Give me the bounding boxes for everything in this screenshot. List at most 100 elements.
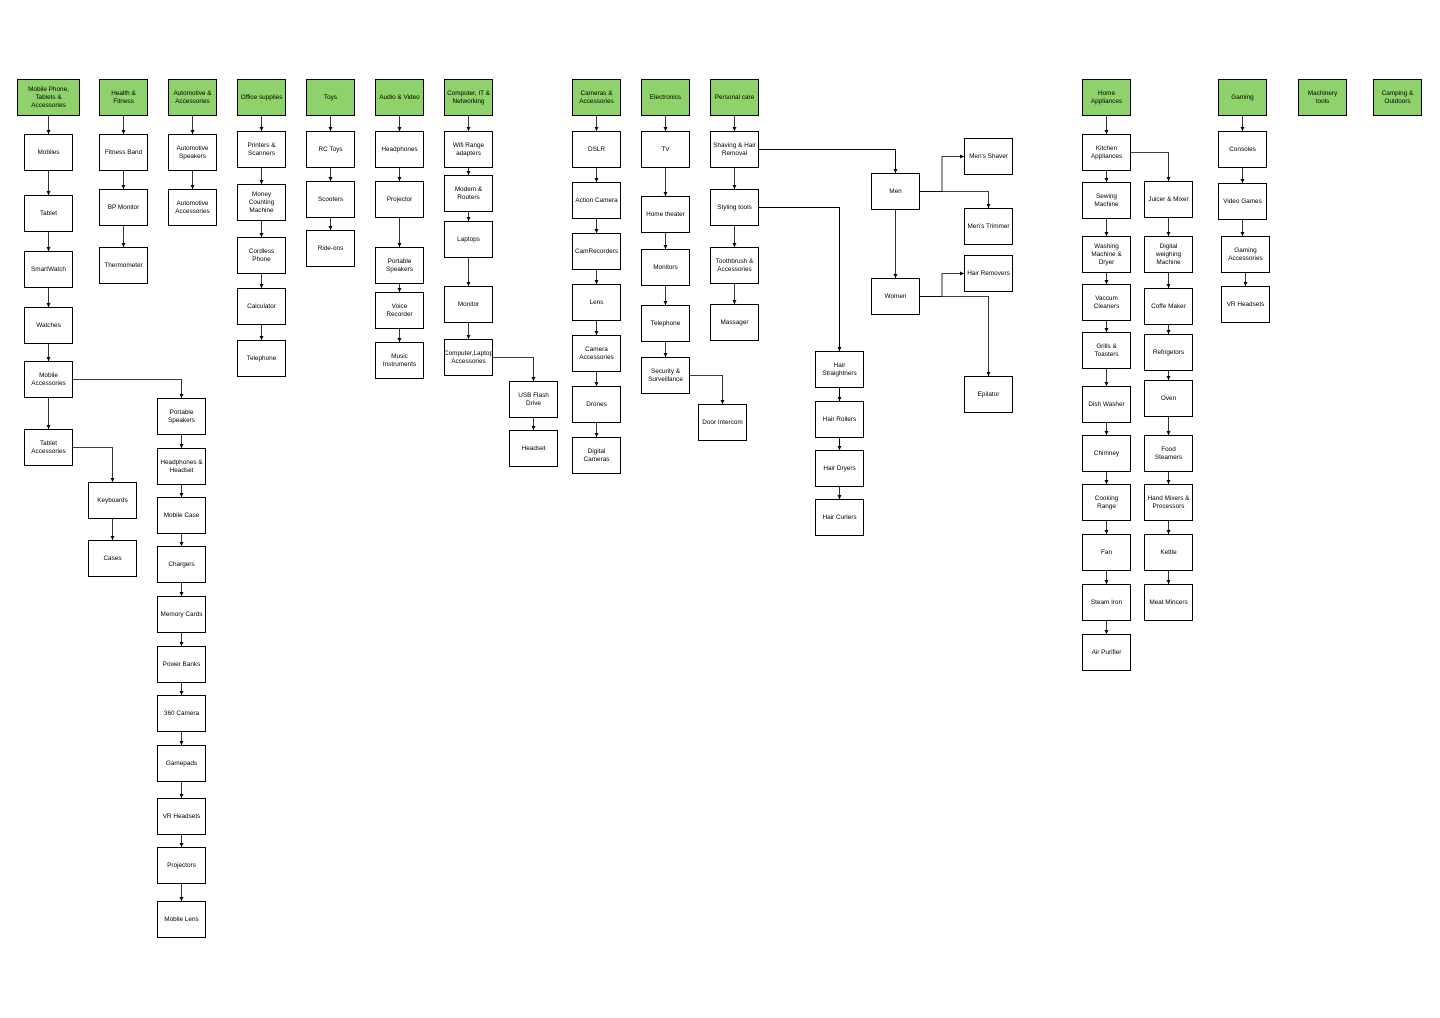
node-lens: Lens bbox=[572, 284, 621, 321]
node-hometh: Home theater bbox=[641, 196, 690, 233]
node-chimney: Chimney bbox=[1082, 435, 1131, 472]
node-bpmon: BP Monitor bbox=[99, 189, 148, 226]
node-portspk1: Portable Speakers bbox=[157, 398, 206, 435]
node-sewing: Sewing Machine bbox=[1082, 182, 1131, 219]
category-node-elec: Electronics bbox=[641, 79, 690, 116]
node-portspk2: Portable Speakers bbox=[375, 247, 424, 284]
node-men: Men bbox=[871, 173, 920, 210]
node-epilator: Epilator bbox=[964, 376, 1013, 413]
node-airpur: Air Purifier bbox=[1082, 634, 1131, 671]
node-mentrimmer: Men's Trimmer bbox=[964, 208, 1013, 245]
node-mobiles: Mobiles bbox=[24, 134, 73, 171]
node-hairremovers: Hair Removers bbox=[964, 255, 1013, 292]
category-node-toys: Toys bbox=[306, 79, 355, 116]
node-consoles: Consoles bbox=[1218, 131, 1267, 168]
category-node-cams: Cameras & Accessories bbox=[572, 79, 621, 116]
node-videogames: Video Games bbox=[1218, 183, 1267, 220]
node-fitband: Fitness Band bbox=[99, 134, 148, 171]
node-dishwasher: Dish Washer bbox=[1082, 386, 1131, 423]
node-oven: Oven bbox=[1144, 380, 1193, 417]
node-doorint: Door Intercom bbox=[698, 404, 747, 441]
connector-shaving-to-women bbox=[759, 149, 898, 278]
node-handmix: Hand Mixers & Processors bbox=[1144, 484, 1193, 521]
category-node-comp: Computer, IT & Networking bbox=[444, 79, 493, 116]
node-menshaver: Men's Shaver bbox=[964, 138, 1013, 175]
node-modem: Modem & Routers bbox=[444, 175, 493, 212]
node-calc: Calculator bbox=[237, 288, 286, 325]
connector-women-to-epilator bbox=[920, 296, 991, 376]
node-camacc: Camera Accessories bbox=[572, 335, 621, 372]
node-tv: TV bbox=[641, 131, 690, 168]
node-headset: Headset bbox=[509, 430, 558, 467]
category-node-gaming: Gaming bbox=[1218, 79, 1267, 116]
category-node-health: Health & Fitness bbox=[99, 79, 148, 116]
node-memcards: Memory Cards bbox=[157, 596, 206, 633]
node-foodsteam: Food Steamers bbox=[1144, 435, 1193, 472]
node-fan: Fan bbox=[1082, 534, 1131, 571]
node-massager: Massager bbox=[710, 304, 759, 341]
connector-men-to-menshaver bbox=[920, 154, 964, 192]
node-watches: Watches bbox=[24, 307, 73, 344]
node-actioncam: Action Camera bbox=[572, 182, 621, 219]
node-vrh2: VR Headsets bbox=[1221, 286, 1270, 323]
connector-shaving-to-men bbox=[759, 149, 898, 173]
node-projector: Projector bbox=[375, 181, 424, 218]
node-tel2: Telephone bbox=[641, 305, 690, 342]
node-autoacc: Automotive Accessories bbox=[168, 189, 217, 226]
node-mobcase: Mobile Case bbox=[157, 497, 206, 534]
node-drones: Drones bbox=[572, 386, 621, 423]
node-grills: Grills & Toasters bbox=[1082, 332, 1131, 369]
node-gamepads: Gamepads bbox=[157, 745, 206, 782]
node-printers: Printers & Scanners bbox=[237, 131, 286, 168]
node-moneycount: Money Counting Machine bbox=[237, 184, 286, 221]
node-monitor1: Monitor bbox=[444, 286, 493, 323]
connector-tabacc-to-keyboards bbox=[73, 447, 115, 482]
node-hairdry: Hair Dryers bbox=[815, 450, 864, 487]
connector-security-to-doorint bbox=[690, 375, 725, 404]
node-cookrange: Cooking Range bbox=[1082, 484, 1131, 521]
category-node-home: Home Appliances bbox=[1082, 79, 1131, 116]
node-cordless: Cordless Phone bbox=[237, 237, 286, 274]
node-hairrol: Hair Rollers bbox=[815, 401, 864, 438]
node-digicam: Digital Cameras bbox=[572, 437, 621, 474]
node-meatmin: Meat Mincers bbox=[1144, 584, 1193, 621]
node-autospk: Automotive Speakers bbox=[168, 134, 217, 171]
node-tel1: Telephone bbox=[237, 340, 286, 377]
category-node-camping: Camping & Outdoors bbox=[1373, 79, 1422, 116]
node-headph1: Headphones & Headset bbox=[157, 448, 206, 485]
category-node-office: Office supplies bbox=[237, 79, 286, 116]
node-voicerec: Voice Recorder bbox=[375, 292, 424, 329]
node-thermo: Thermometer bbox=[99, 247, 148, 284]
node-security: Security & Surveillance bbox=[641, 357, 690, 394]
node-rideons: Ride-ons bbox=[306, 230, 355, 267]
node-toothbrush: Toothbrush & Accessories bbox=[710, 247, 759, 284]
node-shaving: Shaving & Hair Removal bbox=[710, 131, 759, 168]
node-mobacc: Mobile Accessories bbox=[24, 361, 73, 398]
node-musicins: Music Instruments bbox=[375, 342, 424, 379]
category-node-machinery: Machinery tools bbox=[1298, 79, 1347, 116]
connector-styling-to-hairstr bbox=[759, 207, 842, 351]
node-styling: Styling tools bbox=[710, 189, 759, 226]
node-compacc: Computer,Laptop Accessories bbox=[444, 339, 493, 376]
node-cases: Cases bbox=[88, 540, 137, 577]
node-monitors: Monitors bbox=[641, 249, 690, 286]
connector-men-to-mentrimmer bbox=[920, 191, 991, 208]
node-chargers: Chargers bbox=[157, 546, 206, 583]
node-smartwatch: SmartWatch bbox=[24, 251, 73, 288]
node-keyboards: Keyboards bbox=[88, 482, 137, 519]
node-vrh1: VR Headsets bbox=[157, 798, 206, 835]
node-moblens: Mobile Lens bbox=[157, 901, 206, 938]
node-laptops: Laptops bbox=[444, 221, 493, 258]
node-refrig: Refrigetors bbox=[1144, 334, 1193, 371]
node-washing: Washing Machine & Dryer bbox=[1082, 236, 1131, 273]
connector-women-to-hairremovers bbox=[920, 271, 964, 297]
category-node-auto: Automotive & Accessories bbox=[168, 79, 217, 116]
connector-compacc-to-usb bbox=[493, 357, 536, 381]
node-coffe: Coffe Maker bbox=[1144, 288, 1193, 325]
category-node-personal: Personal care bbox=[710, 79, 759, 116]
connector-kitchen-to-juicer bbox=[1131, 152, 1171, 181]
category-node-mob: Mobile Phone, Tablets & Accessories bbox=[17, 79, 80, 116]
node-hairstr: Hair Straightners bbox=[815, 351, 864, 388]
